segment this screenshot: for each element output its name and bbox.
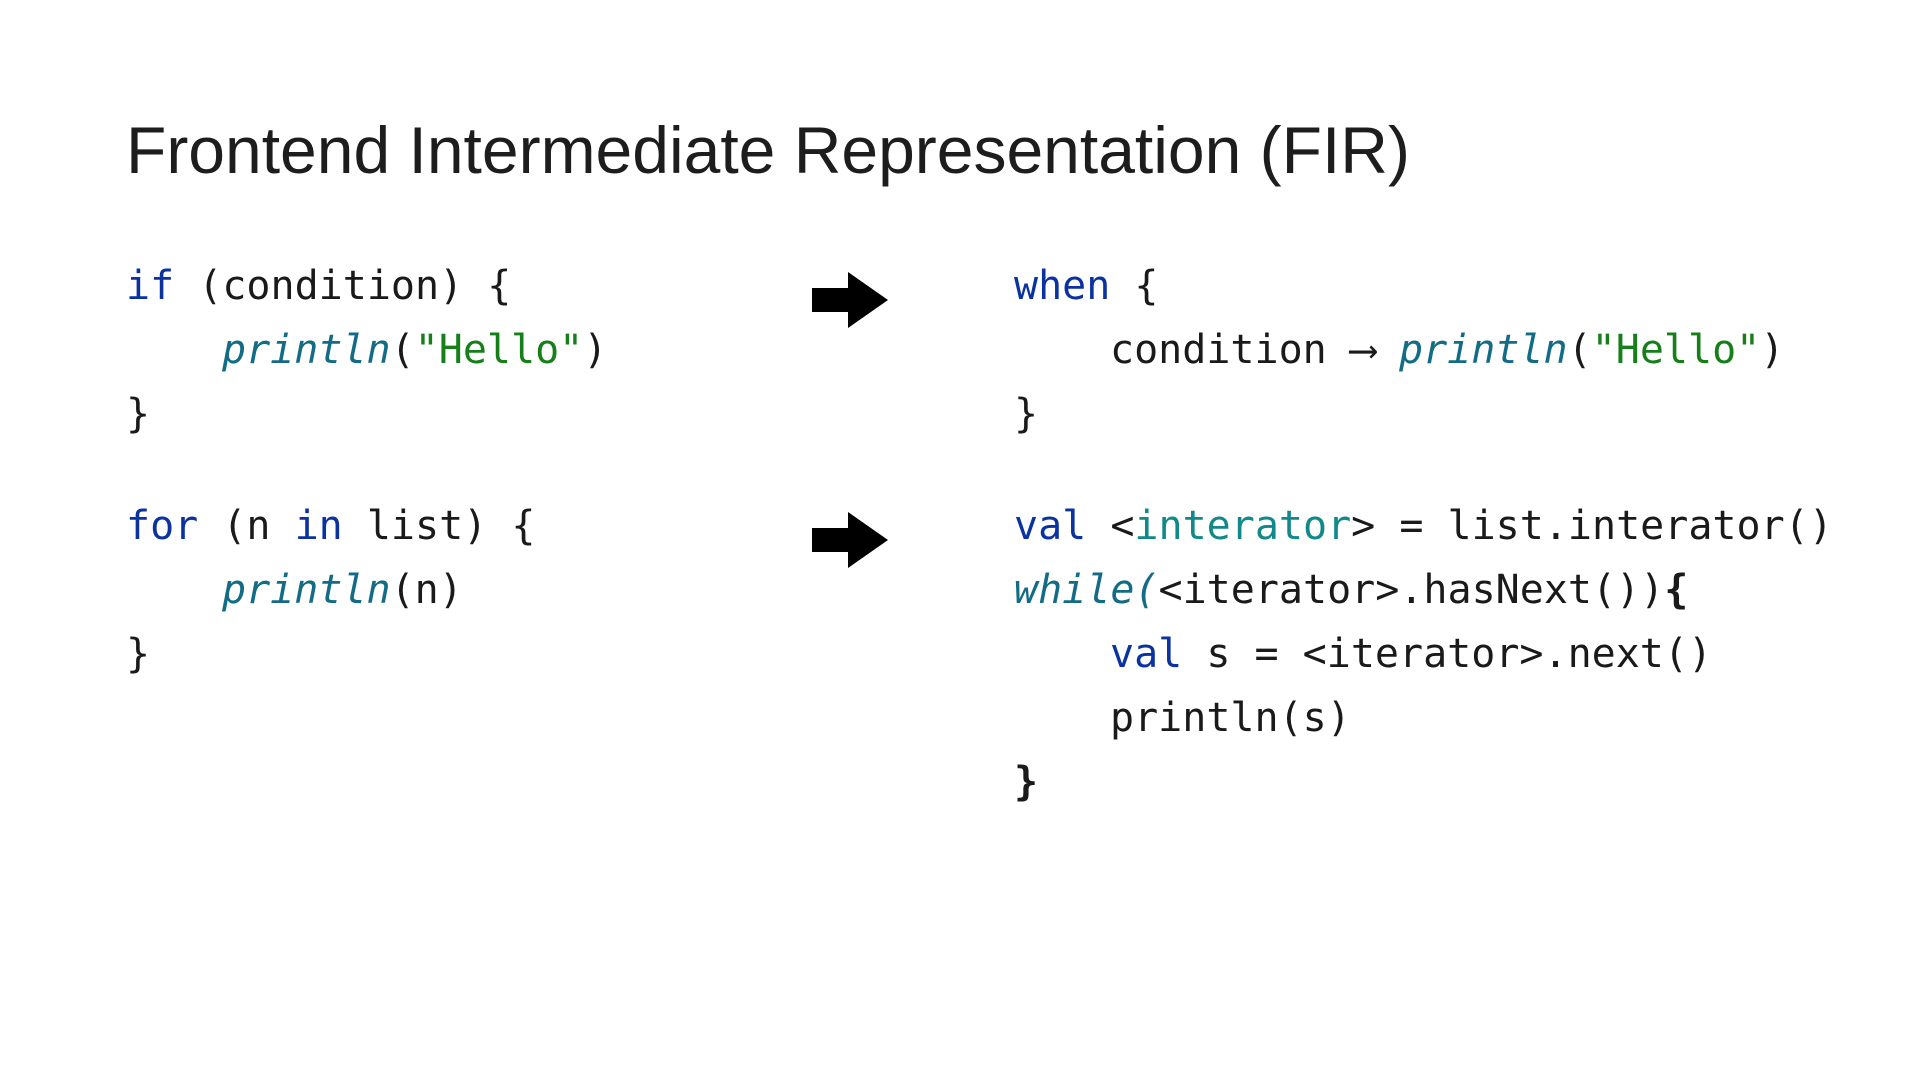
code-line: }: [126, 630, 150, 678]
right-arrow-icon: [812, 272, 888, 328]
code-text: > = list.interator(): [1351, 503, 1833, 549]
code-text: <: [1086, 503, 1135, 549]
keyword: when: [1014, 263, 1111, 309]
code-text: s = <iterator>.next(): [1182, 631, 1713, 677]
brace: {: [1664, 567, 1689, 613]
code-text: list) {: [342, 503, 536, 549]
keyword: val: [1110, 631, 1183, 677]
code-text: println(s): [1110, 695, 1351, 741]
keyword: for: [126, 503, 199, 549]
code-text: (: [1567, 327, 1592, 373]
code-line: println("Hello"): [222, 326, 607, 374]
code-text: }: [126, 631, 151, 677]
code-line: val s = <iterator>.next(): [1110, 630, 1712, 678]
code-line: for (n in list) {: [126, 502, 535, 550]
code-text: ): [583, 327, 608, 373]
function-call: println: [1399, 327, 1568, 373]
arrow-operator: ⟶: [1326, 327, 1399, 373]
code-text: (n: [198, 503, 295, 549]
right-arrow-icon: [812, 512, 888, 568]
code-text: condition: [1110, 327, 1327, 373]
code-line: when {: [1014, 262, 1159, 310]
keyword-while: while(: [1014, 567, 1159, 613]
code-line: if (condition) {: [126, 262, 511, 310]
code-text: <iterator>.hasNext()): [1158, 567, 1665, 613]
keyword: in: [294, 503, 343, 549]
slide-title: Frontend Intermediate Representation (FI…: [126, 113, 1410, 187]
code-line: condition ⟶ println("Hello"): [1110, 326, 1784, 374]
code-line: }: [126, 390, 150, 438]
code-line: println(n): [222, 566, 463, 614]
code-line: println(s): [1110, 694, 1351, 742]
code-text: }: [1014, 391, 1039, 437]
code-text: ): [1760, 327, 1785, 373]
string-literal: "Hello": [1591, 327, 1761, 373]
code-line: }: [1014, 390, 1038, 438]
code-text: (: [390, 327, 415, 373]
code-text: }: [126, 391, 151, 437]
function-call: println: [222, 567, 391, 613]
function-call: println: [222, 327, 391, 373]
code-text: (condition) {: [174, 263, 512, 309]
code-text: (n): [390, 567, 463, 613]
keyword: if: [126, 263, 175, 309]
code-text: {: [1110, 263, 1159, 309]
code-line: }: [1014, 758, 1038, 806]
keyword: val: [1014, 503, 1087, 549]
code-line: while(<iterator>.hasNext()){: [1014, 566, 1688, 614]
variable-name: interator: [1134, 503, 1352, 549]
brace: }: [1014, 759, 1039, 805]
code-line: val <interator> = list.interator(): [1014, 502, 1833, 550]
string-literal: "Hello": [414, 327, 584, 373]
